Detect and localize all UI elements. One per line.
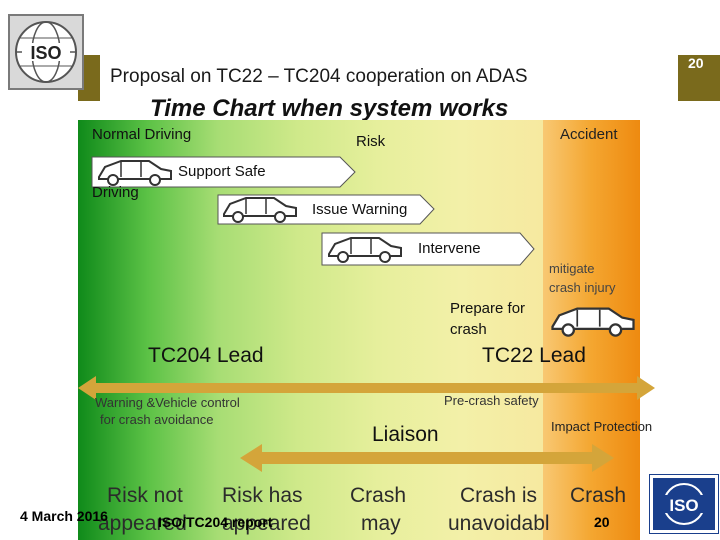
impact-label: Impact Protection [551, 419, 652, 434]
footer-date: 4 March 2016 [20, 508, 108, 524]
iso-footer-logo: ISO [650, 475, 718, 533]
car-icon [548, 304, 638, 338]
prepare-line1: Prepare for [450, 300, 525, 317]
arrow-label-warning: Issue Warning [312, 201, 407, 218]
car-icon [325, 234, 405, 264]
tc204-lead: TC204 Lead [148, 344, 264, 368]
bottom-2-line1: Risk has [222, 484, 303, 508]
arrow-liaison-left [240, 444, 592, 472]
bottom-1-line1: Risk not [107, 484, 183, 508]
footer-page: 20 [594, 514, 610, 530]
pre-crash-label: Pre-crash safety [444, 393, 539, 408]
bottom-3-line2: may [361, 512, 401, 536]
bottom-3-line1: Crash [350, 484, 406, 508]
arrow-label-intervene: Intervene [418, 240, 481, 257]
tc22-lead: TC22 Lead [482, 344, 586, 368]
liaison-label: Liaison [372, 423, 439, 447]
prepare-line2: crash [450, 321, 487, 338]
footer-report: ISO/TC204 report [158, 514, 272, 530]
bottom-4-line1: Crash is [460, 484, 537, 508]
arrow-label-driving: Driving [92, 184, 139, 201]
left-note-line1: Warning &Vehicle control [95, 395, 240, 410]
car-icon [95, 157, 175, 187]
mitigate-line2: crash injury [549, 280, 615, 295]
iso-logo-icon: ISO [653, 478, 715, 530]
arrow-label-support: Support Safe [178, 163, 266, 180]
bottom-5-line1: Crash [570, 484, 626, 508]
mitigate-line1: mitigate [549, 261, 595, 276]
arrow-liaison-right [592, 444, 614, 472]
bottom-4-line2: unavoidabl [448, 512, 550, 536]
left-note-line2: for crash avoidance [100, 412, 213, 427]
car-icon [220, 194, 300, 224]
svg-text:ISO: ISO [669, 496, 698, 515]
